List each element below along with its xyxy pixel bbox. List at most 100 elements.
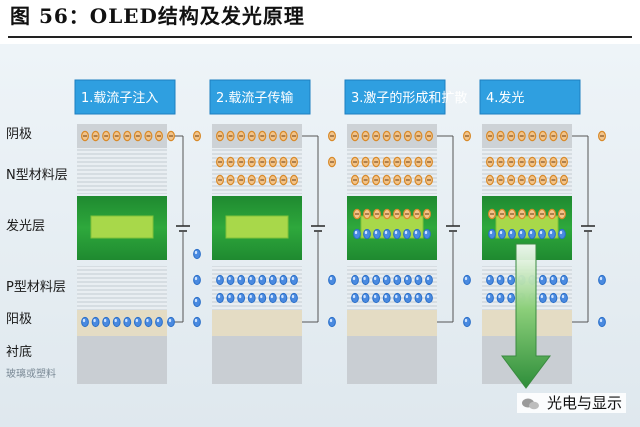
stage-banner: 1.载流子注入 (74, 79, 176, 115)
electron (425, 156, 434, 168)
electron (372, 156, 381, 168)
hole (496, 274, 505, 286)
hole (279, 274, 288, 286)
electron (496, 156, 505, 168)
stage-label: 2.载流子传输 (216, 90, 293, 106)
hole (193, 296, 201, 308)
electron (361, 130, 370, 142)
hole (518, 228, 526, 240)
electron (290, 130, 299, 142)
hole (383, 228, 391, 240)
electron (517, 208, 526, 220)
hole (216, 274, 224, 286)
electron (112, 130, 121, 142)
stage-banner: 3.激子的形成和扩散 (344, 79, 467, 115)
electron (414, 174, 423, 186)
electron (597, 130, 606, 142)
electron (496, 130, 505, 142)
stage-label: 4.发光 (486, 90, 524, 106)
p-type-layer (347, 266, 437, 310)
electron (237, 174, 246, 186)
electron (268, 130, 277, 142)
anode-layer (347, 310, 437, 336)
electron (155, 130, 164, 142)
hole (123, 316, 132, 328)
electron (559, 130, 568, 142)
layer-label: P型材料层 (6, 280, 66, 295)
electron (382, 174, 391, 186)
hole (373, 228, 381, 240)
hole (598, 316, 606, 328)
hole (155, 316, 163, 328)
hole (538, 292, 547, 304)
hole (425, 274, 433, 286)
hole (102, 316, 111, 328)
electron (226, 156, 235, 168)
emissive-core (90, 215, 154, 239)
hole (351, 292, 359, 304)
carriers (351, 130, 472, 328)
hole (549, 274, 558, 286)
carriers (216, 130, 337, 328)
layer-label: 衬底 (6, 344, 32, 360)
hole (414, 292, 423, 304)
electron (498, 208, 507, 220)
stage-column: 1.载流子注入 (74, 79, 202, 384)
electron (486, 130, 495, 142)
hole (363, 228, 371, 240)
electron (414, 130, 423, 142)
electron (507, 174, 516, 186)
electron (549, 174, 558, 186)
electron (549, 130, 558, 142)
hole (538, 274, 547, 286)
electron (80, 130, 89, 142)
hole (193, 316, 201, 328)
electron (425, 174, 434, 186)
electron (290, 156, 299, 168)
hole (413, 228, 421, 240)
hole (486, 292, 494, 304)
electron (237, 156, 246, 168)
hole (351, 274, 359, 286)
electron (91, 130, 100, 142)
hole (353, 228, 361, 240)
electron (268, 174, 277, 186)
hole (372, 274, 381, 286)
cathode-layer (77, 124, 167, 148)
hole (193, 274, 201, 286)
hole (382, 292, 391, 304)
electron (538, 130, 547, 142)
stage-column: 3.激子的形成和扩散 (344, 79, 472, 384)
hole (91, 316, 100, 328)
hole (247, 292, 256, 304)
hole (328, 274, 336, 286)
carriers (486, 130, 606, 328)
electron (193, 130, 202, 142)
electron (414, 156, 423, 168)
electron (144, 130, 153, 142)
electron (351, 174, 360, 186)
hole (144, 316, 153, 328)
electron (413, 208, 422, 220)
hole (372, 292, 381, 304)
electron (361, 156, 370, 168)
hole (393, 274, 402, 286)
hole (279, 292, 288, 304)
hole (393, 228, 401, 240)
electron (216, 174, 225, 186)
electron (528, 174, 537, 186)
cathode-layer (482, 124, 572, 148)
emissive-core (225, 215, 289, 239)
electron (247, 174, 256, 186)
hole (258, 274, 267, 286)
hole (507, 292, 516, 304)
electron (517, 174, 526, 186)
electron (290, 174, 299, 186)
carriers (80, 130, 202, 328)
hole (548, 228, 556, 240)
layer-label: N型材料层 (6, 168, 68, 183)
electron (528, 156, 537, 168)
electron (549, 156, 558, 168)
cathode-layer (212, 124, 302, 148)
